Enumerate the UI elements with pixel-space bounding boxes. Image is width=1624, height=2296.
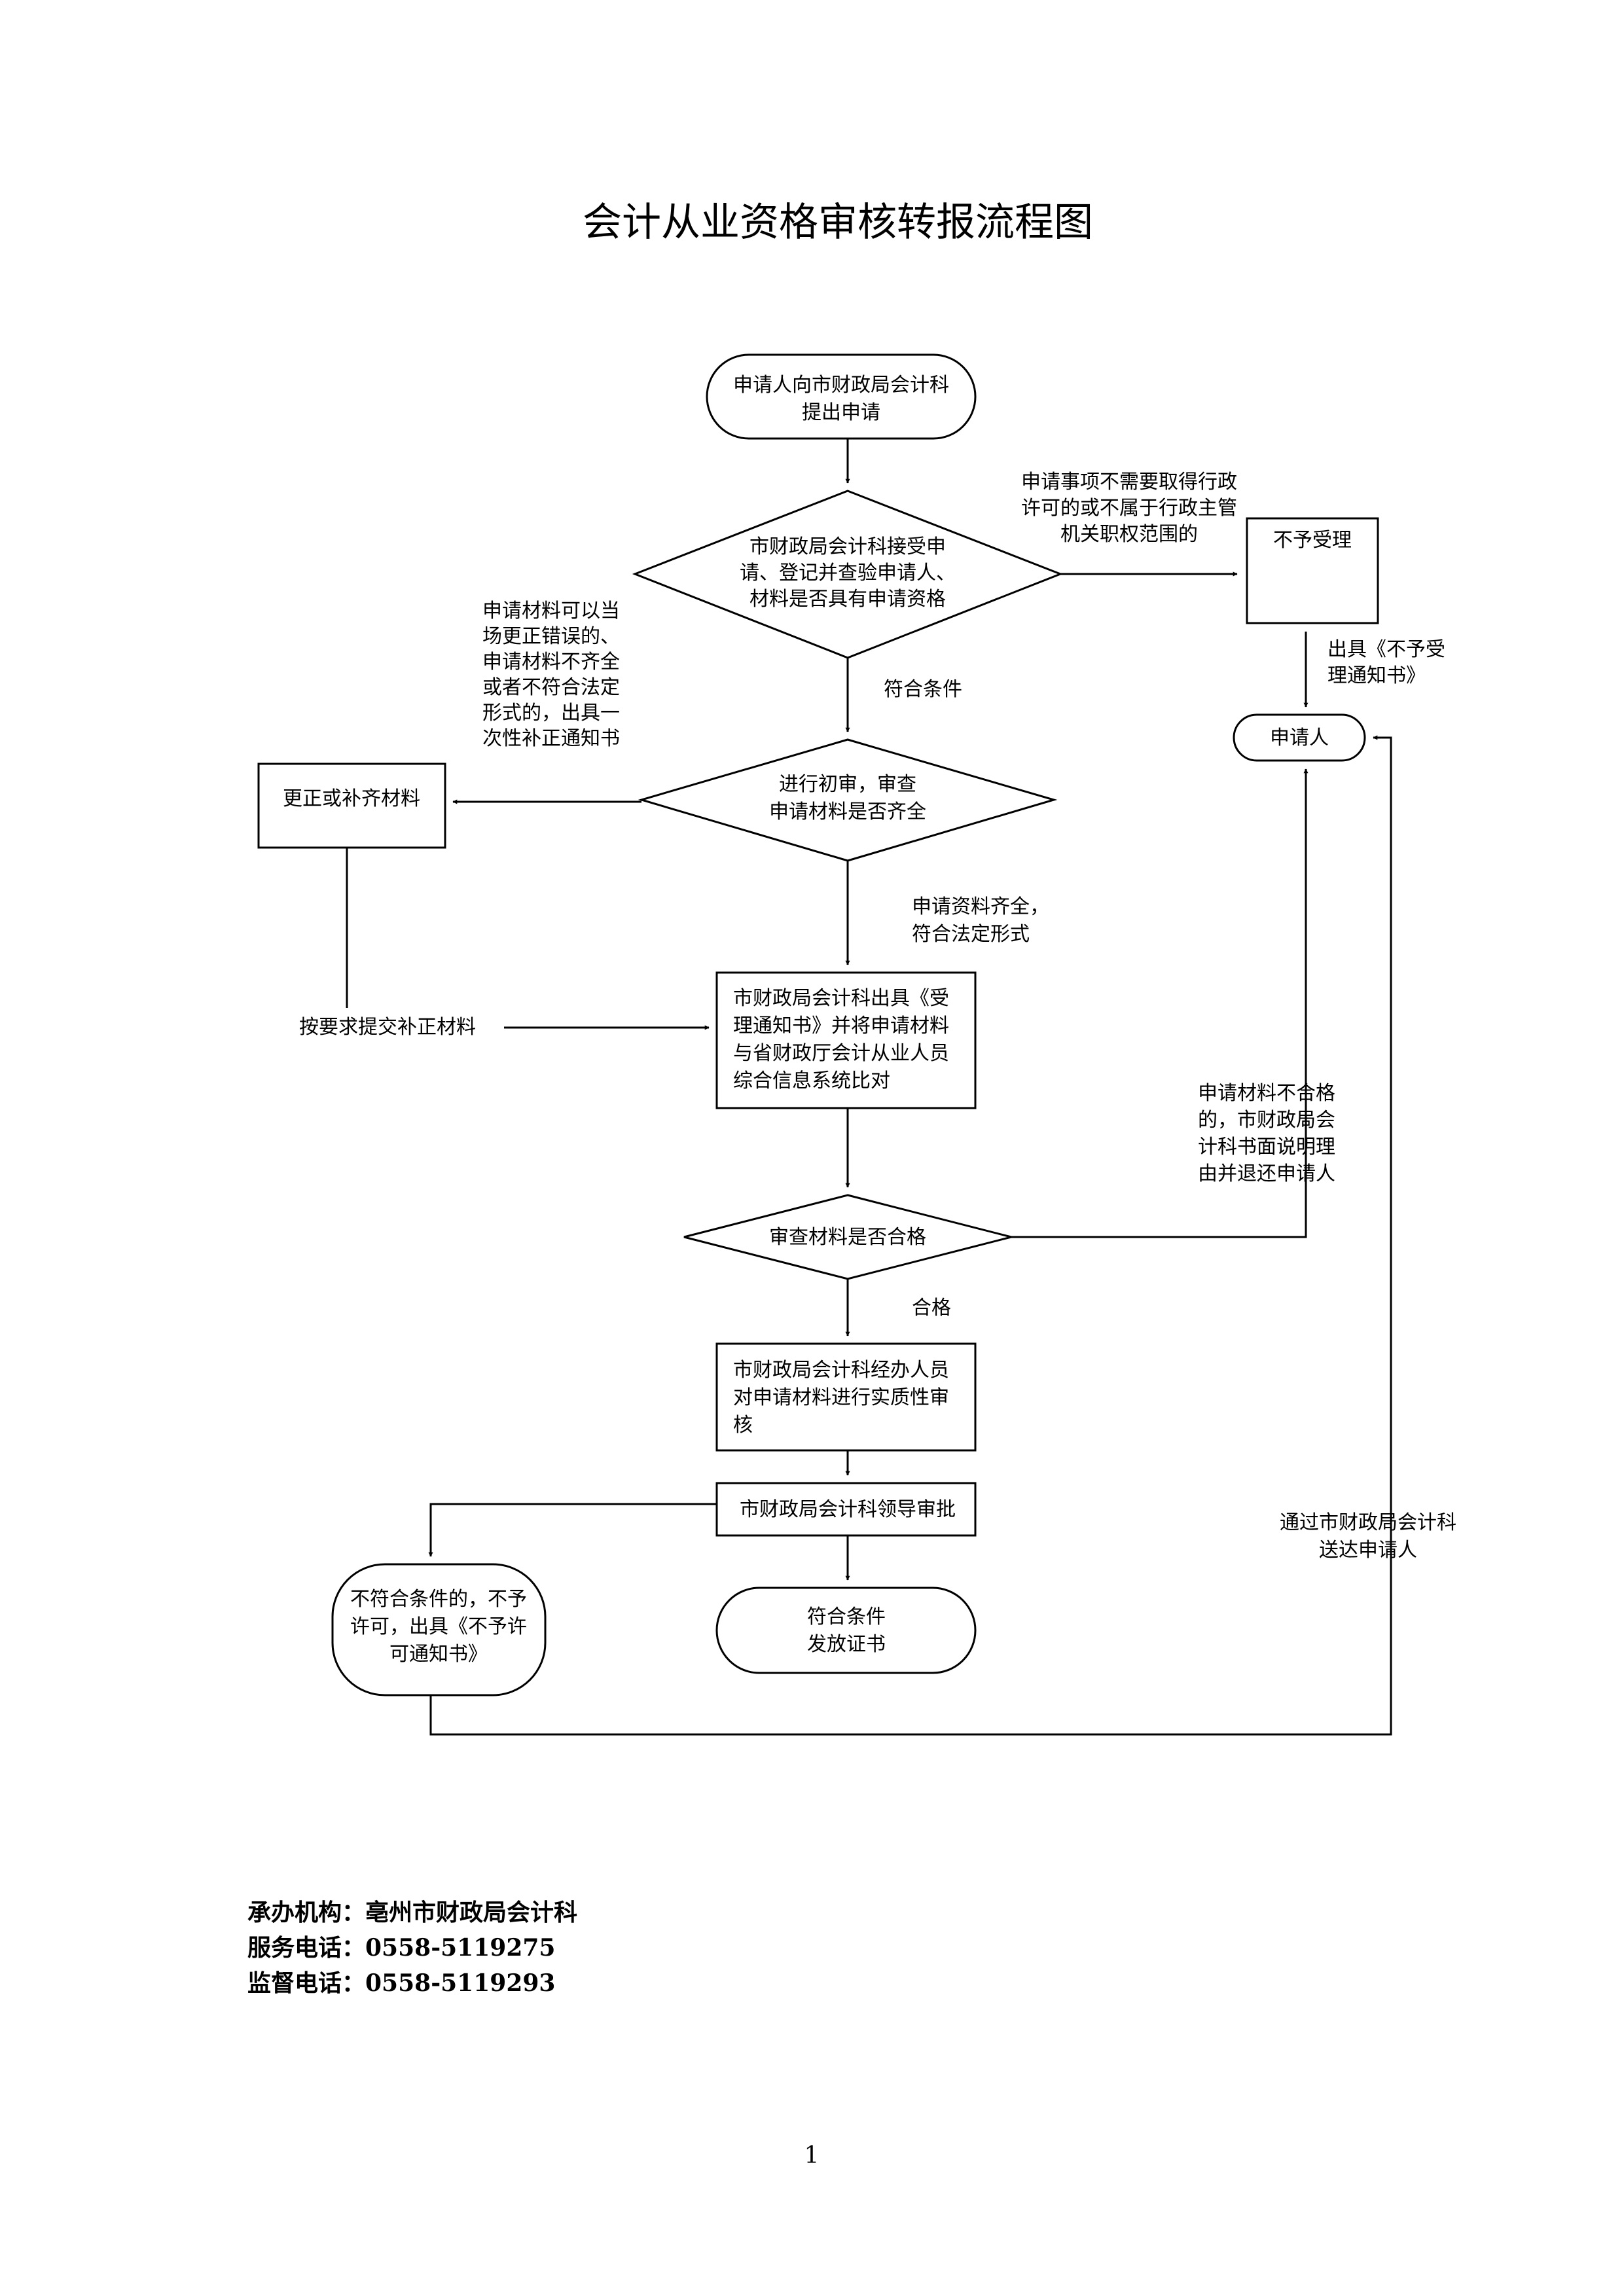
node-applicant-label: 申请人: [1270, 726, 1329, 749]
text-line: 申请材料可以当: [482, 600, 620, 622]
page-number: 1: [804, 2142, 820, 2169]
node-substantive: [715, 1342, 977, 1452]
text-line: 按要求提交补正材料: [299, 1016, 476, 1039]
footer-supervise-phone: 监督电话：0558-5119293: [247, 1969, 555, 1997]
edge-label-notice-reject: 出具《不予受理通知书》: [1327, 638, 1445, 687]
node-correct-label: 更正或补齐材料: [283, 787, 420, 810]
node-check-qualification-label: 市财政局会计科接受申请、登记并查验申请人、材料是否具有申请资格: [740, 535, 956, 611]
node-start-label: 申请人向市财政局会计科提出申请: [733, 374, 949, 424]
edge-label-pass: 合格: [912, 1297, 951, 1319]
node-leader-label: 市财政局会计科领导审批: [740, 1498, 956, 1521]
text-line: 次性补正通知书: [482, 727, 620, 750]
text-line: 申请材料是否齐全: [769, 800, 926, 823]
node-substantive-label: 市财政局会计科经办人员对申请材料进行实质性审核: [733, 1359, 949, 1437]
text-line: 不符合条件的，不予: [350, 1588, 527, 1611]
edge-label-not-needed: 申请事项不需要取得行政许可的或不属于行政主管机关职权范围的: [1021, 471, 1237, 546]
footer-org: 承办机构：亳州市财政局会计科: [247, 1899, 577, 1926]
node-deny: [331, 1563, 547, 1696]
text-line: 市财政局会计科出具《受: [733, 987, 949, 1010]
text-line: 符合条件: [884, 678, 962, 701]
text-line: 申请材料不合格: [1198, 1082, 1335, 1105]
text-line: 请、登记并查验申请人、: [740, 562, 956, 584]
page-title: 会计从业资格审核转报流程图: [583, 200, 1093, 245]
node-applicant: [1233, 713, 1366, 762]
text-line: 审查材料是否合格: [769, 1226, 926, 1249]
text-line: 与省财政厅会计从业人员: [733, 1042, 949, 1065]
text-line: 申请材料不齐全: [482, 651, 620, 673]
edge-label-submit: 按要求提交补正材料: [299, 1016, 476, 1039]
text-line: 可通知书》: [389, 1643, 488, 1666]
text-line: 的，市财政局会: [1198, 1109, 1335, 1132]
edge-label-unqualified: 申请材料不合格的，市财政局会计科书面说明理由并退还申请人: [1198, 1082, 1335, 1185]
node-leader: [715, 1482, 977, 1537]
node-reject-label: 不予受理: [1273, 529, 1352, 552]
text-line: 合格: [912, 1297, 951, 1319]
text-line: 申请资料齐全，: [912, 895, 1049, 918]
text-line: 综合信息系统比对: [733, 1069, 890, 1092]
text-line: 更正或补齐材料: [283, 787, 420, 810]
edge-label-incomplete: 申请材料可以当场更正错误的、申请材料不齐全或者不符合法定形式的，出具一次性补正通…: [482, 600, 620, 750]
text-line: 发放证书: [807, 1633, 886, 1656]
arrow-unqualified-to-applicant: [1011, 768, 1308, 1238]
edge-label-meets: 符合条件: [884, 678, 962, 701]
node-start: [706, 353, 977, 440]
text-line: 不予受理: [1273, 529, 1352, 552]
text-line: 市财政局会计科领导审批: [740, 1498, 956, 1521]
text-line: 申请事项不需要取得行政: [1021, 471, 1237, 493]
text-line: 提出申请: [802, 401, 880, 424]
node-accept-notice: [715, 971, 977, 1109]
text-line: 通过市财政局会计科: [1280, 1511, 1456, 1534]
node-issue: [715, 1587, 977, 1674]
text-line: 机关职权范围的: [1060, 523, 1198, 546]
text-line: 计科书面说明理: [1198, 1136, 1335, 1158]
arrow-leader-to-deny: [428, 1503, 717, 1557]
text-line: 理通知书》: [1327, 664, 1426, 687]
text-line: 核: [733, 1414, 753, 1437]
text-line: 出具《不予受: [1327, 638, 1445, 661]
footer-service-phone: 服务电话：0558-5119275: [247, 1934, 555, 1962]
node-reject: [1246, 517, 1379, 624]
text-line: 符合法定形式: [912, 923, 1030, 946]
node-qualified-check-label: 审查材料是否合格: [769, 1226, 926, 1249]
text-line: 或者不符合法定: [482, 676, 620, 699]
text-line: 材料是否具有申请资格: [749, 588, 946, 611]
text-line: 送达申请人: [1319, 1539, 1417, 1562]
text-line: 进行初审，审查: [779, 773, 916, 796]
node-deny-label: 不符合条件的，不予许可，出具《不予许可通知书》: [350, 1588, 527, 1666]
node-correct: [257, 762, 446, 849]
text-line: 申请人向市财政局会计科: [733, 374, 949, 397]
text-line: 形式的，出具一: [482, 702, 620, 725]
text-line: 市财政局会计科接受申: [749, 535, 946, 558]
text-line: 符合条件: [807, 1605, 886, 1628]
text-line: 申请人: [1270, 726, 1329, 749]
node-issue-label: 符合条件发放证书: [807, 1605, 886, 1656]
arrow-deny-to-applicant: [429, 735, 1392, 1736]
edge-label-deliver: 通过市财政局会计科送达申请人: [1280, 1511, 1456, 1562]
edge-label-complete: 申请资料齐全， 符合法定形式: [912, 895, 1049, 946]
text-line: 许可，出具《不予许: [350, 1615, 527, 1638]
text-line: 市财政局会计科经办人员: [733, 1359, 949, 1382]
text-line: 许可的或不属于行政主管: [1021, 497, 1237, 520]
text-line: 由并退还申请人: [1198, 1162, 1335, 1185]
node-preliminary-label: 进行初审，审查申请材料是否齐全: [769, 773, 926, 823]
text-line: 理通知书》并将申请材料: [733, 1014, 949, 1037]
node-accept-notice-label: 市财政局会计科出具《受理通知书》并将申请材料与省财政厅会计从业人员综合信息系统比…: [733, 987, 949, 1092]
text-line: 场更正错误的、: [482, 625, 620, 648]
text-line: 对申请材料进行实质性审: [733, 1386, 949, 1409]
